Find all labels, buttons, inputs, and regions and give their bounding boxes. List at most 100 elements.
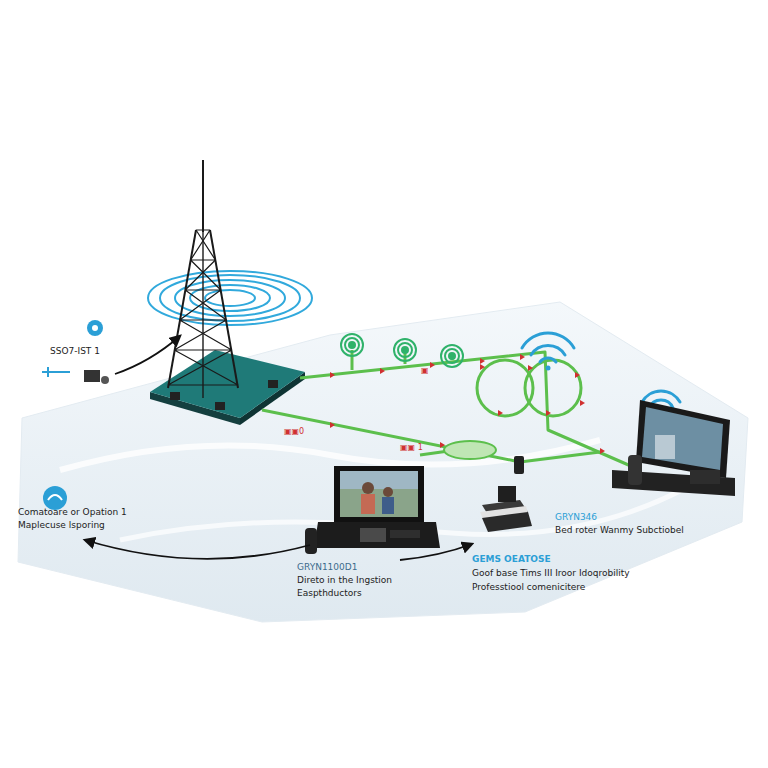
snow-ground-part [18, 302, 748, 622]
antenna-icons-part [341, 334, 363, 356]
laptop-device-part [390, 530, 420, 538]
cable-markers-part [330, 422, 335, 428]
cable-markers-part [575, 372, 580, 378]
left-icons-part [48, 495, 62, 500]
wifi-icons-part [540, 358, 556, 362]
left-icons-part [43, 486, 67, 510]
router-device [480, 456, 532, 532]
callout-text: Professtiool comenicitere [472, 582, 585, 593]
antenna-icons-part [441, 345, 463, 367]
antenna-icons-part [394, 339, 416, 361]
signal-waves-part [175, 280, 285, 316]
left-icons [42, 320, 109, 510]
cable-tag: ▣▣0 [284, 427, 304, 437]
antenna-icons-part [349, 342, 355, 348]
device-code: GEMS OEATOSE [472, 554, 551, 565]
wifi-icons-part [531, 346, 565, 355]
laptop-device-part [383, 487, 393, 497]
tower-platform-part [215, 402, 225, 410]
lattice-tower-part [202, 232, 203, 398]
lattice-tower-part [210, 230, 238, 388]
device-code: GRYN1100D1 [297, 562, 357, 573]
laptop-device-part [305, 528, 317, 554]
cable-tag: ▣ [421, 366, 429, 376]
antenna-icons [341, 334, 463, 367]
lattice-tower [168, 160, 238, 398]
left-icons-part [101, 376, 109, 384]
cable-markers-part [480, 364, 485, 370]
network-cables [262, 350, 640, 470]
network-cables-part [444, 441, 496, 459]
snow-ground [18, 302, 748, 622]
monitor-device-part [628, 455, 642, 485]
monitor-device-part [655, 435, 675, 459]
signal-waves-part [190, 285, 270, 311]
callout-text: Goof base Tims III Iroor Idoqrobility [472, 568, 630, 579]
cable-markers-part [330, 372, 335, 378]
cable-markers [330, 354, 605, 454]
callout-text: Direto in the Ingstion [297, 575, 392, 586]
tower-platform-part [268, 380, 278, 388]
cable-markers-part [440, 442, 445, 448]
antenna-icons-part [445, 349, 459, 363]
laptop-device-part [360, 528, 386, 542]
laptop-device-part [382, 497, 394, 514]
tower-platform-part [170, 392, 180, 400]
signal-waves-part [148, 271, 312, 325]
laptop-device-part [340, 471, 418, 489]
cable-tag: ▣▣ 1 [400, 443, 423, 453]
signal-waves-part [205, 290, 255, 306]
cable-markers-part [546, 410, 551, 416]
antenna-icons-part [345, 338, 359, 352]
signal-waves [148, 271, 312, 325]
network-cables-part [262, 410, 600, 462]
monitor-device-part [690, 470, 720, 484]
network-cables-part [525, 360, 581, 416]
router-device-part [498, 486, 516, 502]
cable-markers-part [480, 358, 485, 364]
cable-markers-part [600, 448, 605, 454]
lattice-tower-part [202, 160, 204, 232]
callout-text: Comatoare or Opation 1 [18, 507, 127, 518]
callout-text: Maplecuse lsporing [18, 520, 105, 531]
router-device-part [514, 456, 524, 474]
antenna-icons-part [449, 353, 455, 359]
monitor-device-part [636, 400, 730, 478]
flow-arrows-part [85, 540, 310, 559]
antenna-icons-part [402, 347, 408, 353]
cable-markers-part [380, 368, 385, 374]
laptop-device-part [340, 471, 418, 517]
left-icons-part [87, 320, 103, 336]
device-code: GRYN346 [555, 512, 597, 523]
callout-text: Easpthductors [297, 588, 362, 599]
wifi-icons [522, 333, 680, 416]
wifi-icons-part [546, 366, 551, 371]
laptop-device-part [334, 466, 424, 522]
cable-markers-part [430, 362, 435, 368]
laptop-device-part [314, 522, 440, 548]
left-icons-part [84, 370, 100, 382]
lattice-tower-part [168, 230, 238, 385]
callout-text: Bed roter Wanmy Subctiobel [555, 525, 684, 536]
flow-arrows [85, 336, 472, 560]
left-icons-part [42, 367, 70, 377]
cable-markers-part [580, 400, 585, 406]
cable-markers-part [520, 354, 525, 360]
antenna-icons-part [398, 343, 412, 357]
flow-arrows-part [400, 544, 472, 560]
monitor-device-part [642, 407, 723, 470]
lattice-tower-part [168, 230, 196, 388]
cable-markers-part [528, 365, 533, 371]
monitor-device [612, 400, 735, 496]
flow-arrows-part [115, 336, 180, 374]
laptop-device [305, 466, 440, 554]
cable-markers-part [498, 410, 503, 416]
router-device-part [482, 512, 532, 532]
callout-text: SSO7-IST 1 [50, 346, 100, 357]
laptop-device-part [362, 482, 374, 494]
laptop-device-part [361, 494, 375, 514]
left-icons-part [92, 325, 98, 331]
